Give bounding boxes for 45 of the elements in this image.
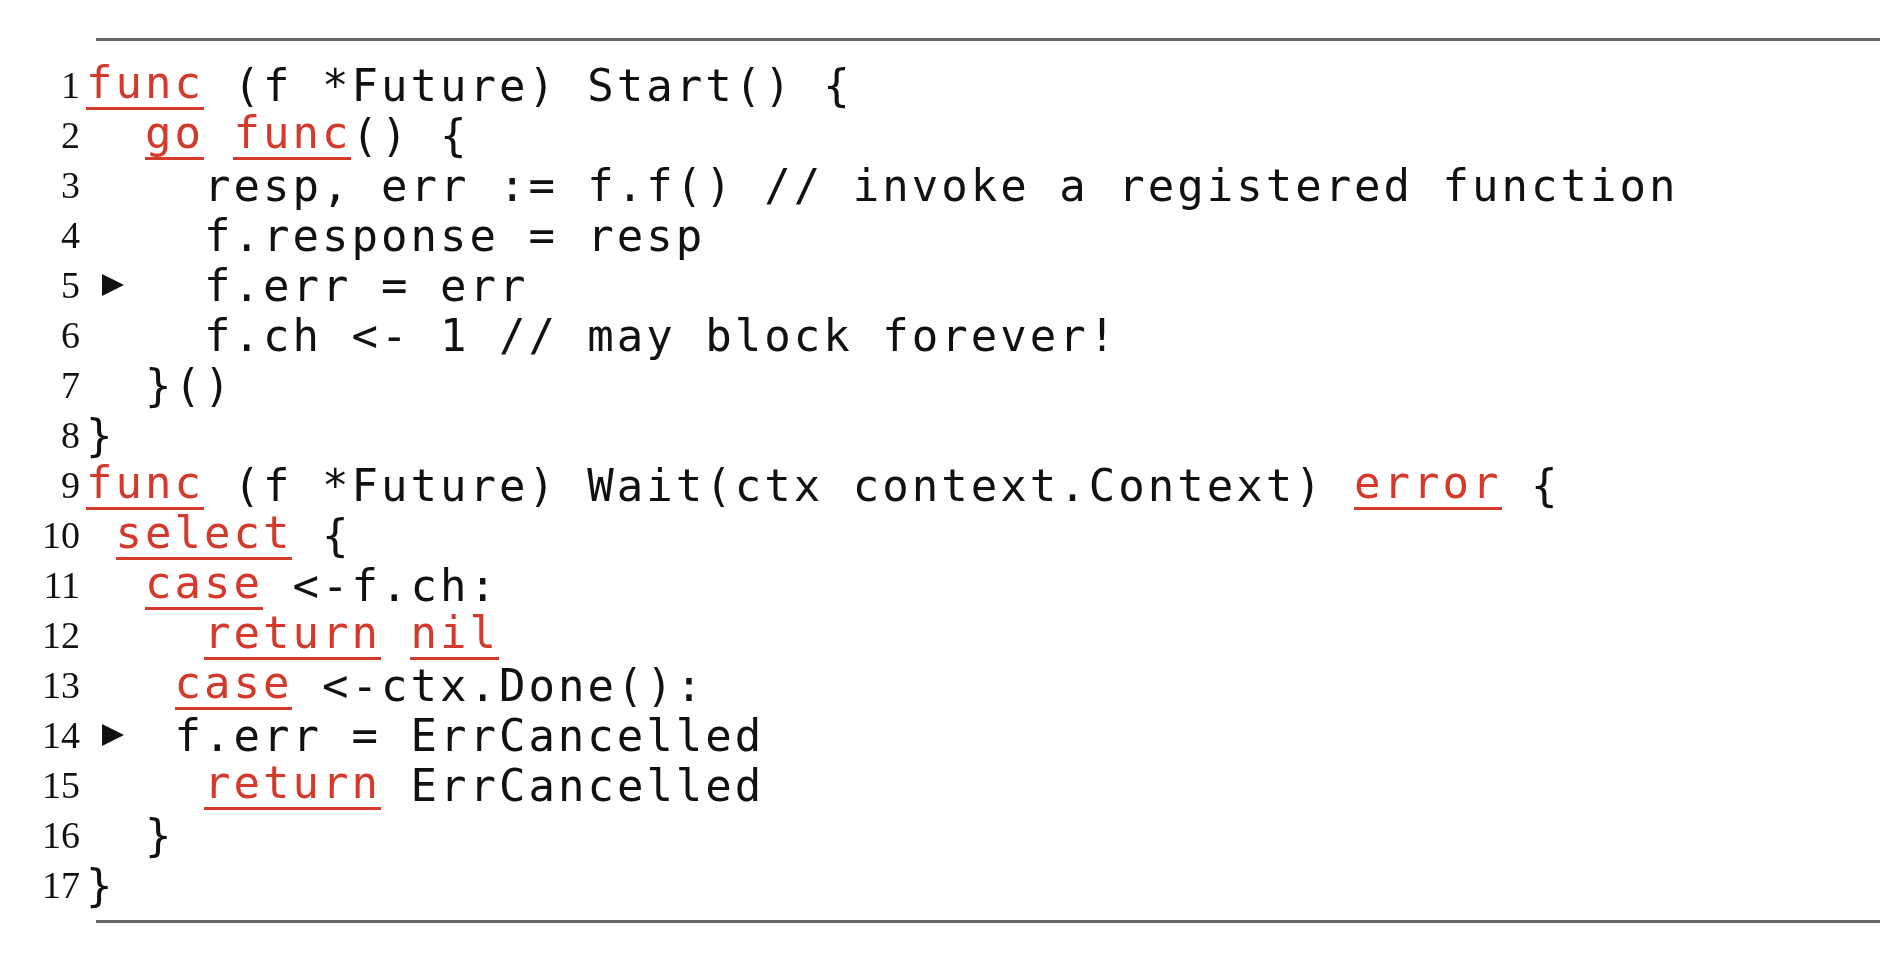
code-text: f.response = resp — [204, 209, 706, 261]
line-number: 11 — [42, 563, 80, 607]
keyword: case — [145, 560, 263, 610]
line-number: 16 — [41, 813, 80, 857]
keyword: return — [204, 610, 381, 660]
code-text: <-ctx.Done(): — [321, 659, 706, 711]
line-number: 10 — [41, 513, 80, 557]
line-number: 13 — [41, 663, 80, 707]
code-text: { — [1531, 459, 1561, 511]
line-number: 5 — [60, 263, 80, 307]
keyword: error — [1354, 460, 1502, 510]
keyword: func — [86, 60, 204, 110]
code-text: }() — [145, 359, 234, 411]
line-number: 9 — [60, 463, 80, 507]
keyword: case — [174, 660, 293, 710]
code-text: } — [145, 809, 175, 861]
code-text: f.err = err — [204, 259, 529, 311]
code-text: f.ch <- 1 // may block forever! — [204, 309, 1119, 361]
code-text: () { — [351, 109, 470, 161]
code-text: } — [86, 859, 116, 911]
code-text: (f *Future) Wait(ctx context.Context) — [233, 459, 1325, 511]
code-text: resp, err := f.f() // invoke a registered function — [204, 159, 1679, 211]
keyword: select — [115, 510, 293, 560]
line-number: 4 — [60, 213, 80, 257]
line-number: 12 — [41, 613, 80, 657]
keyword: go — [145, 110, 204, 160]
code-text: { — [321, 509, 352, 561]
line-number: 17 — [41, 863, 80, 907]
keyword: func — [233, 110, 352, 160]
line-number: 2 — [60, 113, 80, 157]
code-text: <-f.ch: — [292, 559, 499, 611]
code-text: } — [86, 409, 116, 461]
line-number: 3 — [60, 163, 80, 207]
code-text: ErrCancelled — [410, 759, 765, 811]
keyword: return — [204, 760, 381, 810]
line-number: 1 — [60, 63, 80, 107]
line-number: 6 — [60, 313, 80, 357]
code-text: f.err = ErrCancelled — [174, 709, 765, 761]
keyword: func — [86, 460, 204, 510]
line-number: 15 — [41, 763, 80, 807]
keyword: nil — [410, 610, 499, 660]
line-number: 7 — [60, 363, 80, 407]
line-number: 14 — [41, 713, 80, 757]
code-text: (f *Future) Start() { — [233, 59, 853, 111]
line-number: 8 — [60, 413, 80, 457]
